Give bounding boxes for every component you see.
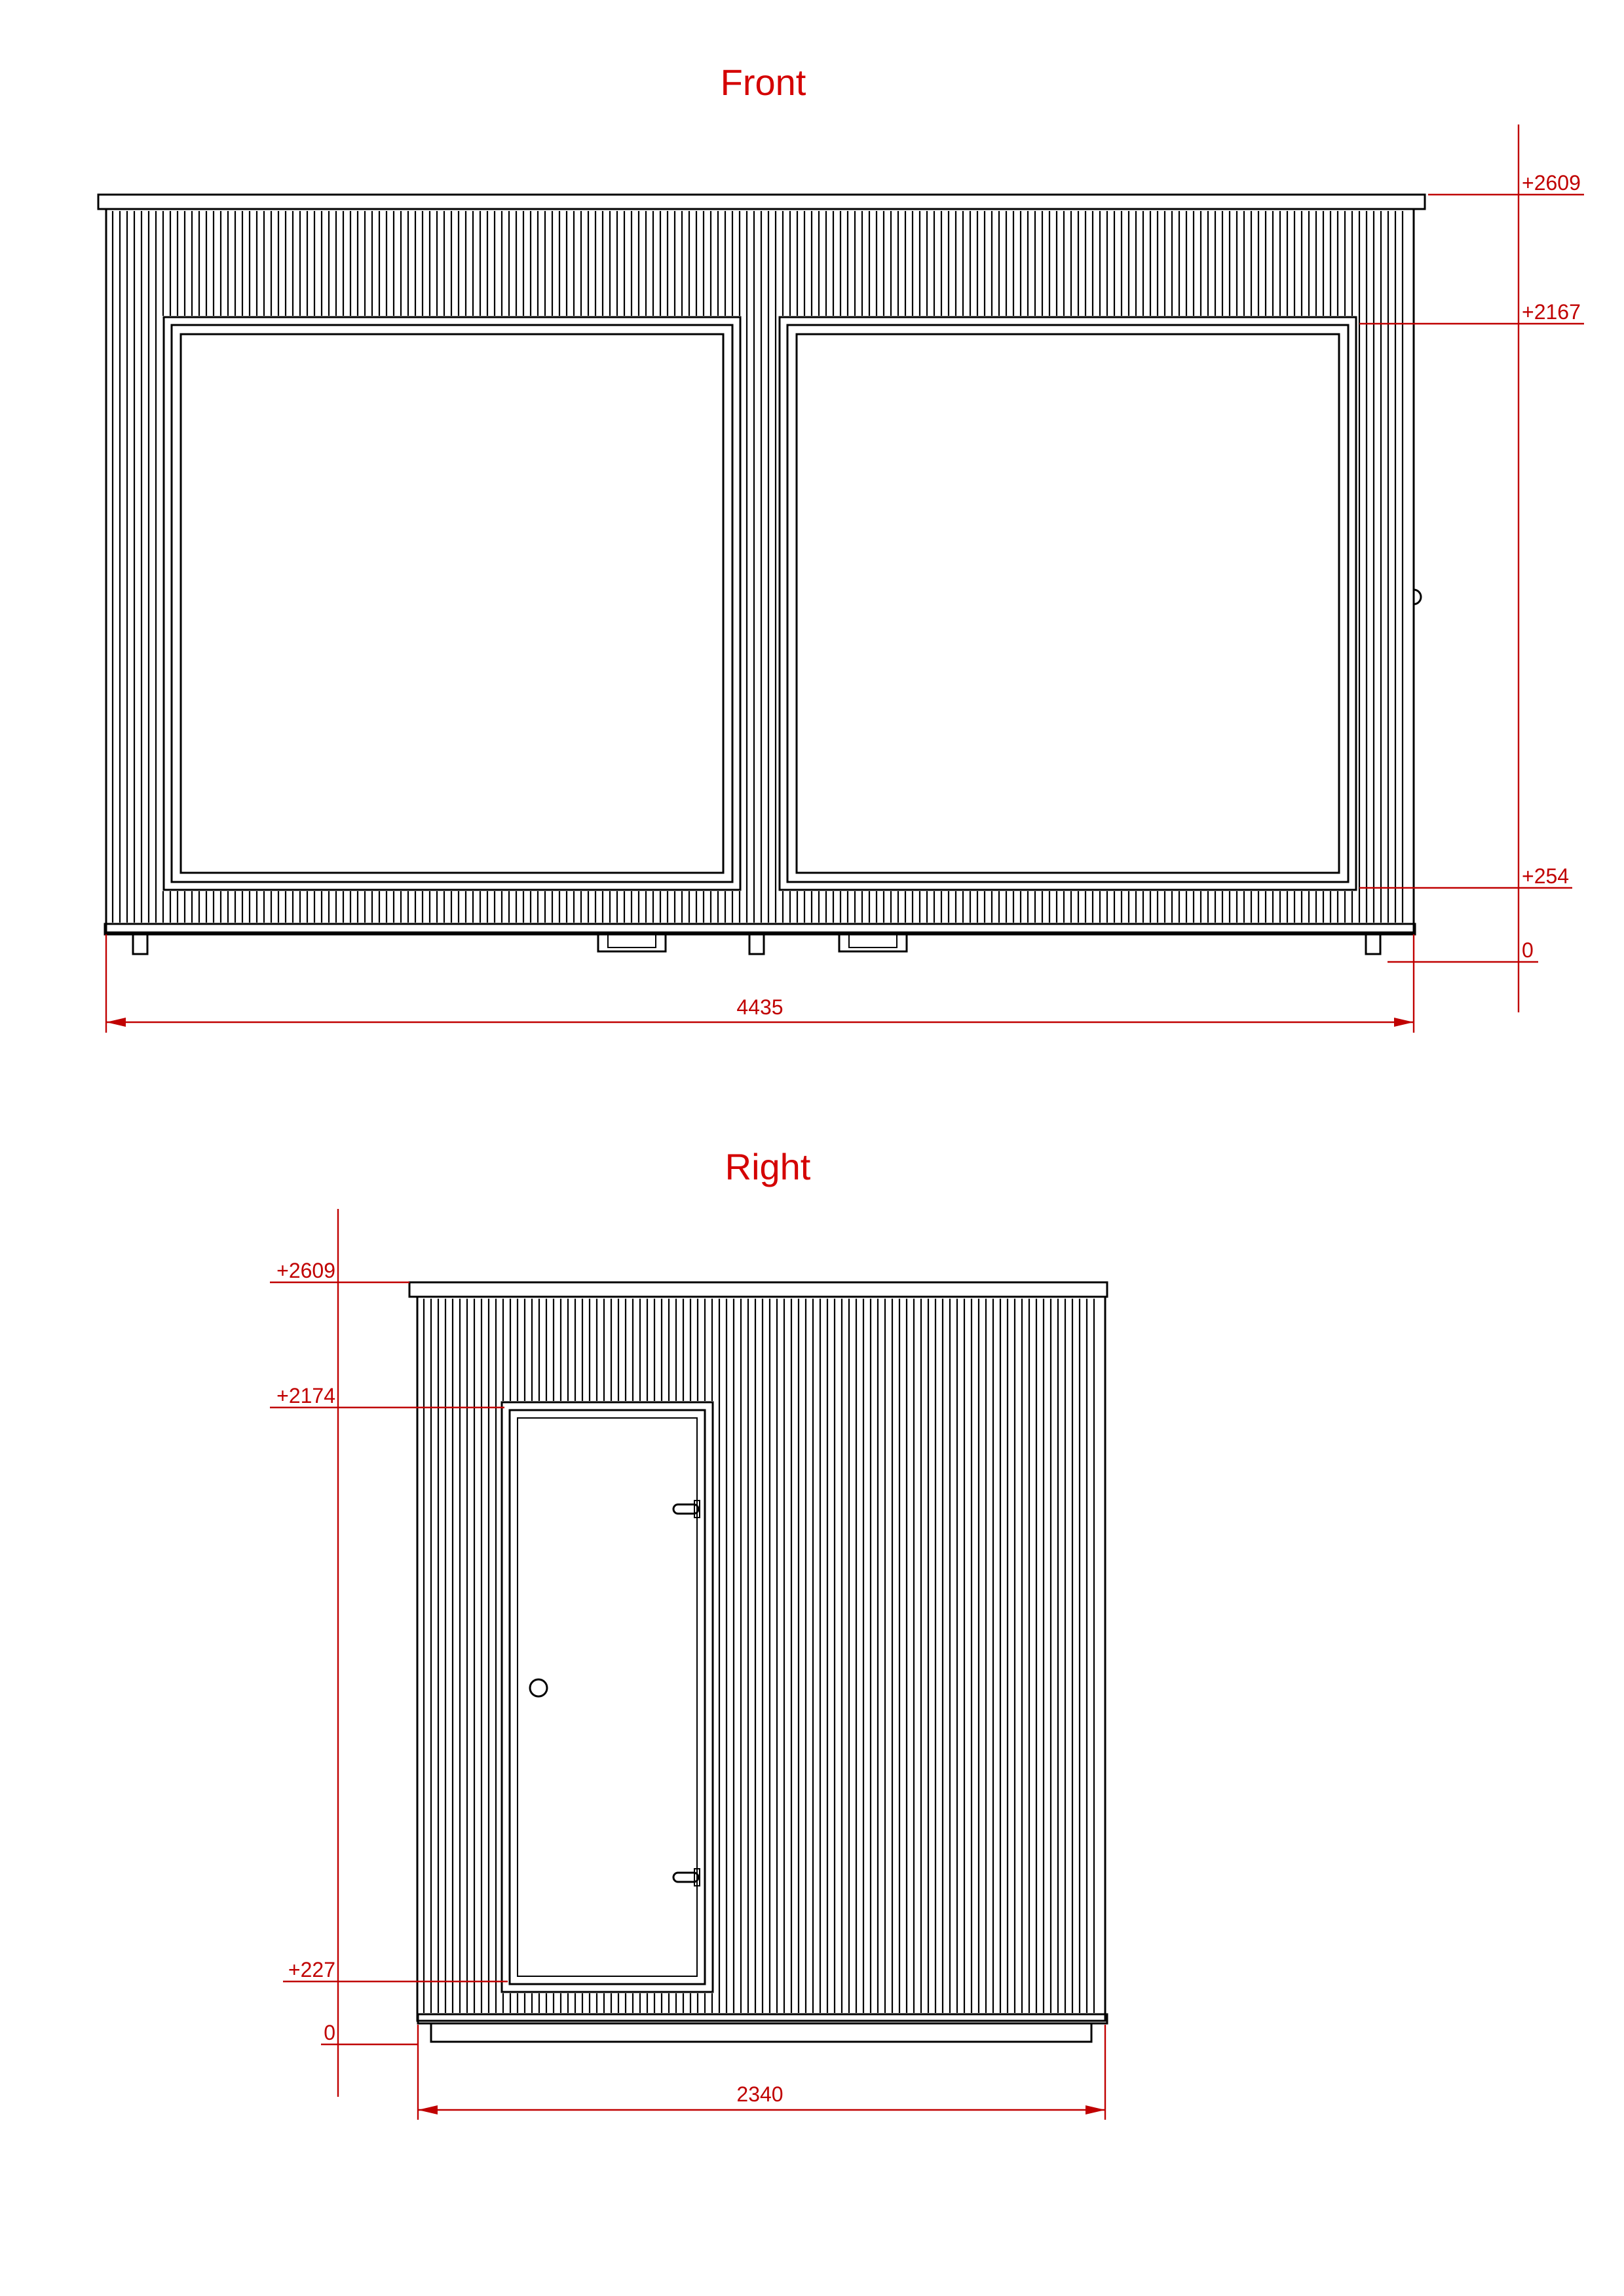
right-base-beam: [417, 2013, 1108, 2025]
right-level-227: +227: [288, 1958, 335, 1981]
front-width-label: 4435: [736, 995, 783, 1019]
right-base-skirt: [430, 2022, 1093, 2043]
front-level-254: +254: [1522, 864, 1569, 888]
right-door-hinge-top: [672, 1500, 700, 1518]
right-width-label: 2340: [736, 2082, 783, 2106]
right-door-leaf: [508, 1409, 706, 1985]
front-window-right-sash: [786, 324, 1350, 883]
front-level-dimensions: +2609 +2167 +254 0: [1359, 124, 1584, 1012]
front-foot-right: [1365, 933, 1382, 955]
front-window-left-glass: [179, 333, 725, 874]
right-door-glass: [517, 1417, 698, 1977]
front-width-dimension: 4435: [105, 934, 1415, 1033]
right-door-handle-icon: [529, 1678, 548, 1698]
front-window-right-glass: [795, 333, 1340, 874]
front-roof-fascia: [97, 193, 1426, 210]
front-window-right-frame: [778, 316, 1357, 891]
right-view: Right: [270, 1146, 1108, 2120]
front-cladding-slats: [111, 211, 1404, 923]
front-door-knob: [1413, 588, 1422, 605]
right-cladding-slats: [423, 1299, 1095, 2013]
right-wall-outline: [416, 1295, 1106, 2022]
right-level-2609: +2609: [276, 1259, 335, 1282]
front-window-left-frame: [162, 316, 742, 891]
front-foot-middle: [748, 933, 765, 955]
front-view: Front: [97, 62, 1584, 1033]
front-window-left-sash: [170, 324, 734, 883]
right-level-2174: +2174: [276, 1384, 335, 1407]
front-window-right: [778, 316, 1357, 891]
front-foot-left: [132, 933, 149, 955]
right-door: [500, 1401, 714, 1993]
front-view-title: Front: [721, 62, 806, 103]
right-level-0: 0: [324, 2021, 335, 2044]
front-vent-right-inner: [848, 934, 897, 948]
front-level-2167: +2167: [1522, 300, 1581, 324]
front-vent-left-inner: [607, 934, 656, 948]
right-door-frame: [500, 1401, 714, 1993]
right-door-hinge-bottom: [672, 1868, 700, 1886]
front-level-0: 0: [1522, 938, 1534, 962]
right-roof-fascia: [408, 1281, 1108, 1298]
right-width-dimension: 2340: [417, 2025, 1106, 2120]
right-view-title: Right: [725, 1146, 811, 1187]
front-level-2609: +2609: [1522, 171, 1581, 195]
right-level-dimensions: +2609 +2174 +227 0: [270, 1209, 508, 2097]
front-wall-outline: [105, 208, 1415, 934]
front-window-left: [162, 316, 742, 891]
